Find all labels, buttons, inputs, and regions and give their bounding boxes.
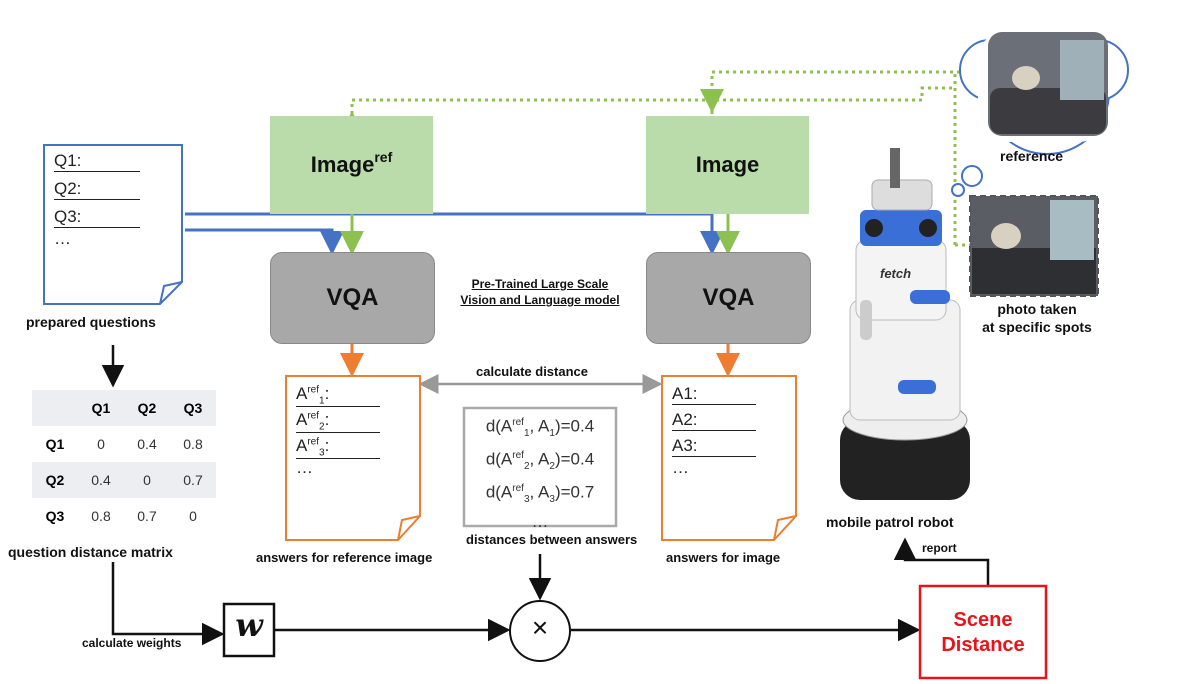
- matrix-cell: 0.7: [183, 472, 203, 488]
- matrix-row-label: Q2: [45, 472, 65, 488]
- matrix-table: Q1 Q2 Q3 Q1 0 0.4 0.8 Q2 0.4 0 0.7 Q3 0.…: [32, 390, 216, 534]
- report-label: report: [922, 541, 957, 555]
- matrix-cell: 0.4: [137, 436, 157, 452]
- img-answer-item: A2:: [672, 410, 756, 431]
- image-dotted-up: [700, 70, 957, 245]
- scene-distance-line2: Distance: [941, 634, 1025, 656]
- distances-caption: distances between answers: [466, 532, 638, 547]
- scene-distance-label: Scene Distance: [920, 608, 1046, 658]
- matrix-header: Q2: [137, 400, 157, 416]
- ref-answers-doc: Aref1: Aref2: Aref3: …: [286, 376, 420, 536]
- photo-caption-line1: photo taken: [997, 301, 1077, 317]
- question-item: Q1:: [54, 151, 140, 172]
- calc-distance-label: calculate distance: [476, 364, 588, 379]
- model-label: Pre-Trained Large Scale Vision and Langu…: [436, 276, 644, 308]
- img-answers-doc-shape: [661, 375, 797, 541]
- matrix-header: Q3: [183, 400, 203, 416]
- distance-row: d(Aref1, A1)=0.4: [485, 416, 595, 440]
- multiply-circle: [509, 600, 571, 662]
- vqa-right-box: VQA: [646, 252, 811, 344]
- weight-box: [222, 602, 276, 658]
- reference-label: reference: [1000, 148, 1064, 164]
- distances-box: [462, 406, 618, 528]
- vqa-left-label: VQA: [326, 284, 379, 311]
- questions-caption: prepared questions: [26, 314, 156, 330]
- ref-answers-ellipsis: …: [296, 458, 313, 477]
- vqa-left-box: VQA: [270, 252, 435, 344]
- robot-caption: mobile patrol robot: [826, 514, 954, 530]
- question-item: Q3:: [54, 207, 140, 228]
- img-answer-item: A1:: [672, 384, 756, 405]
- image-ref-label: Image: [310, 152, 375, 177]
- vqa-right-label: VQA: [702, 284, 755, 311]
- matrix-row-label: Q3: [45, 508, 65, 524]
- distances-ellipsis: …: [531, 512, 549, 532]
- question-distance-matrix: Q1 Q2 Q3 Q1 0 0.4 0.8 Q2 0.4 0 0.7 Q3 0.…: [32, 390, 216, 534]
- reference-cloud: [951, 10, 1129, 197]
- image-ref-sup: ref: [374, 149, 393, 165]
- weight-symbol: w: [235, 606, 263, 644]
- questions-doc-shape: [43, 144, 183, 305]
- model-label-line1: Pre-Trained Large Scale: [471, 277, 609, 291]
- matrix-cell: 0: [97, 436, 105, 452]
- image-box: Image: [646, 116, 809, 214]
- matrix-to-weights-arrow: [111, 562, 225, 646]
- img-answers-ellipsis: …: [672, 458, 689, 477]
- questions-ellipsis: …: [54, 229, 71, 248]
- matrix-cell: 0.7: [137, 508, 157, 524]
- matrix-header: Q1: [91, 400, 111, 416]
- model-label-line2: Vision and Language model: [460, 293, 620, 307]
- report-arrow: [893, 537, 990, 585]
- question-item: Q2:: [54, 179, 140, 200]
- robot-illustration: [840, 148, 970, 500]
- multiply-symbol: ×: [531, 612, 549, 643]
- image-label: Image: [695, 152, 760, 177]
- reference-dotted-line: [340, 86, 955, 135]
- photo-caption-line2: at specific spots: [982, 319, 1092, 335]
- distance-row: d(Aref2, A2)=0.4: [485, 449, 595, 473]
- ref-answer-item: Aref1:: [296, 384, 380, 408]
- calc-weights-label: calculate weights: [82, 636, 182, 650]
- questions-to-vqa-left: [185, 228, 344, 255]
- matrix-cell: 0.8: [91, 508, 111, 524]
- img-answer-item: A3:: [672, 436, 756, 457]
- questions-doc: Q1: Q2: Q3: …: [44, 145, 182, 305]
- matrix-cell: 0: [143, 472, 151, 488]
- robot-brand: fetch: [880, 266, 912, 281]
- ref-answers-doc-fold: [397, 515, 421, 541]
- photo-caption: photo taken at specific spots: [962, 300, 1112, 336]
- matrix-row-label: Q1: [45, 436, 65, 452]
- matrix-caption: question distance matrix: [8, 544, 173, 560]
- img-answers-doc: A1: A2: A3: …: [662, 376, 796, 536]
- matrix-cell: 0.8: [183, 436, 203, 452]
- img-answers-caption: answers for image: [666, 550, 781, 565]
- questions-to-vqa-right: [185, 212, 724, 255]
- img-answers-doc-fold: [773, 515, 797, 541]
- ref-answer-item: Aref2:: [296, 410, 380, 434]
- distances-list: d(Aref1, A1)=0.4 d(Aref2, A2)=0.4 d(Aref…: [464, 412, 616, 533]
- scene-distance-line1: Scene: [953, 609, 1013, 631]
- matrix-cell: 0: [189, 508, 197, 524]
- ref-answers-caption: answers for reference image: [256, 550, 433, 565]
- matrix-cell: 0.4: [91, 472, 111, 488]
- image-dotted-line-top: [710, 70, 1000, 114]
- questions-doc-fold: [159, 281, 183, 305]
- ref-answers-doc-shape: [285, 375, 421, 541]
- matrix-corner: [32, 390, 78, 426]
- ref-answer-item: Aref3:: [296, 436, 380, 460]
- scene-distance-box: [918, 584, 1048, 680]
- distance-row: d(Aref3, A3)=0.7: [485, 482, 595, 506]
